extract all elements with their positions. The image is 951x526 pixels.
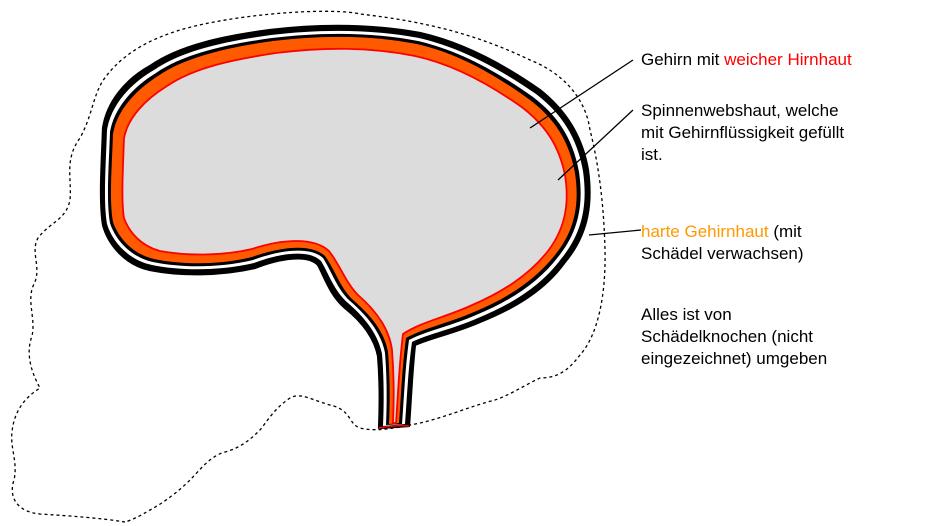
label-soft-meninx: weicher Hirnhaut <box>724 50 852 69</box>
label-arachnoid-line-3: ist. <box>641 144 844 166</box>
label-dura-line-2: Schädel verwachsen) <box>641 243 804 265</box>
label-brain: Gehirn mit weicher Hirnhaut <box>641 49 852 71</box>
label-skull: Alles ist von Schädelknochen (nicht eing… <box>641 304 827 370</box>
label-hard-meninx: harte Gehirnhaut <box>641 222 769 241</box>
label-arachnoid: Spinnenwebshaut, welche mit Gehirnflüssi… <box>641 100 844 166</box>
label-dura-line-1: harte Gehirnhaut (mit <box>641 221 804 243</box>
label-skull-line-2: Schädelknochen (nicht <box>641 326 827 348</box>
label-arachnoid-line-2: mit Gehirnflüssigkeit gefüllt <box>641 122 844 144</box>
label-skull-line-1: Alles ist von <box>641 304 827 326</box>
label-dura-suffix: (mit <box>769 222 802 241</box>
brain <box>122 49 566 423</box>
pointer-line-dura <box>589 230 641 235</box>
label-skull-line-3: eingezeichnet) umgeben <box>641 348 827 370</box>
label-dura: harte Gehirnhaut (mit Schädel verwachsen… <box>641 221 804 265</box>
label-arachnoid-line-1: Spinnenwebshaut, welche <box>641 100 844 122</box>
label-brain-prefix: Gehirn mit <box>641 50 724 69</box>
